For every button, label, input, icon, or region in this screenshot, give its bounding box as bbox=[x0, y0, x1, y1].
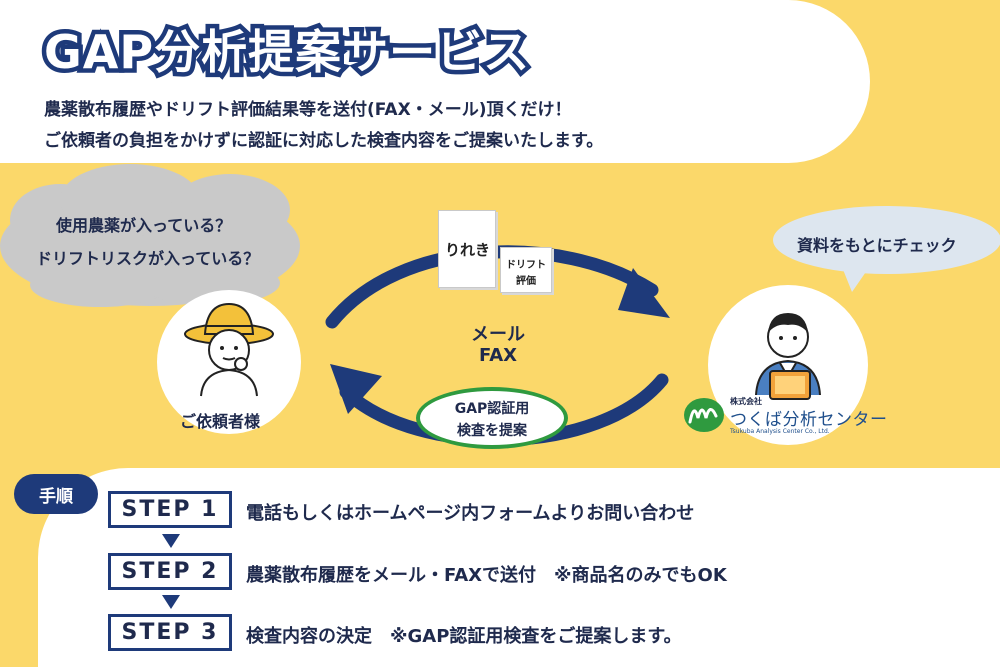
procedure-badge: 手順 bbox=[14, 474, 98, 514]
step-arrow-down-icon bbox=[162, 595, 180, 609]
analyst-speech: 資料をもとにチェック bbox=[797, 236, 957, 255]
proposal-badge bbox=[416, 387, 568, 449]
drift-evaluation-document: ドリフト 評価 bbox=[500, 247, 552, 293]
send-method-mail: メール bbox=[471, 324, 525, 345]
description-line-2: ご依頼者の負担をかけずに認証に対応した検査内容をご提案いたします。 bbox=[44, 131, 604, 151]
analyst-circle bbox=[708, 285, 868, 445]
company-prefix: 株式会社 bbox=[730, 397, 762, 406]
company-english-name: Tsukuba Analysis Center Co., Ltd. bbox=[730, 428, 830, 435]
company-name: つくば分析センター bbox=[730, 410, 888, 430]
proposal-label-1: GAP認証用 bbox=[454, 401, 530, 417]
description-line-1: 農薬散布履歴やドリフト評価結果等を送付(FAX・メール)頂くだけ！ bbox=[44, 100, 572, 120]
farmer-icon bbox=[184, 302, 274, 397]
step-3-label: STEP 3 bbox=[108, 614, 232, 651]
send-method-fax: FAX bbox=[478, 345, 518, 366]
header-panel bbox=[0, 0, 870, 163]
client-question-2: ドリフトリスクが入っている？ bbox=[36, 249, 260, 268]
drift-document-label-2: 評価 bbox=[516, 276, 536, 287]
drift-document-label-1: ドリフト bbox=[506, 260, 546, 271]
client-question-1: 使用農薬が入っている？ bbox=[56, 216, 232, 235]
step-1-text: 電話もしくはホームページ内フォームよりお問い合わせ bbox=[246, 503, 695, 524]
proposal-label-2: 検査を提案 bbox=[457, 423, 527, 439]
step-3-text: 検査内容の決定 ※GAP認証用検査をご提案します。 bbox=[246, 626, 682, 647]
page-title: GAP分析提案サービス bbox=[39, 21, 533, 84]
client-circle bbox=[157, 290, 301, 434]
step-arrow-down-icon bbox=[162, 534, 180, 548]
history-document-label: りれき bbox=[445, 241, 491, 259]
step-2-text: 農薬散布履歴をメール・FAXで送付 ※商品名のみでもOK bbox=[246, 565, 727, 586]
client-label: ご依頼者様 bbox=[180, 412, 261, 431]
history-document: りれき bbox=[438, 210, 496, 288]
step-2-label: STEP 2 bbox=[108, 553, 232, 590]
step-1-label: STEP 1 bbox=[108, 491, 232, 528]
speech-bubble bbox=[773, 206, 1000, 292]
analyst-icon bbox=[755, 313, 821, 400]
company-logo-icon bbox=[684, 398, 724, 432]
